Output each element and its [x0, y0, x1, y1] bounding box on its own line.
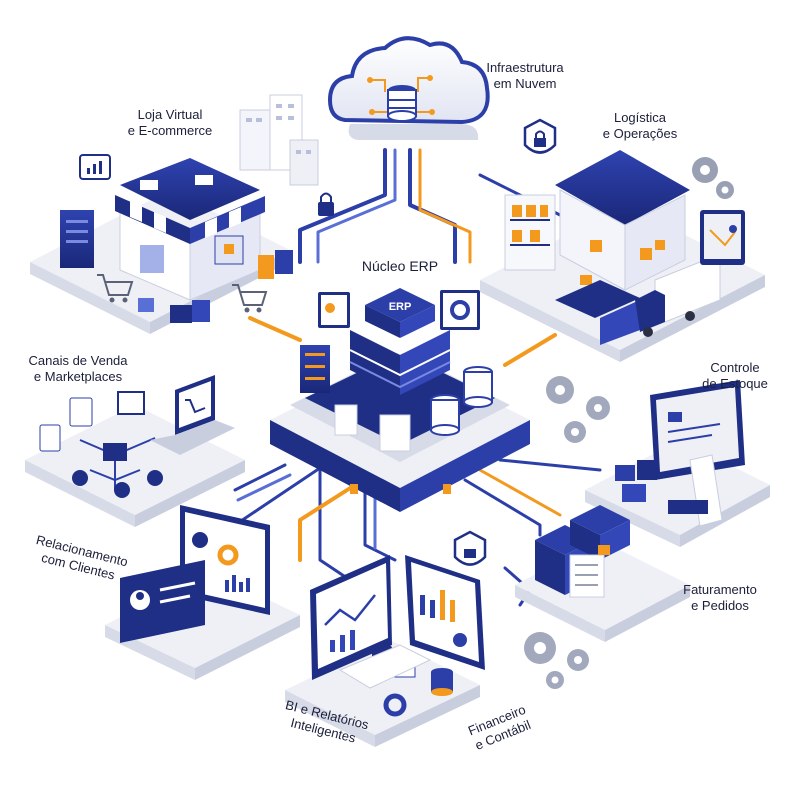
- monitor-receipt-icon: [546, 376, 770, 547]
- cloud-database-icon: [318, 36, 490, 216]
- connector-lines: [233, 148, 602, 607]
- erp-badge-text: ERP: [389, 301, 412, 313]
- lock-icon: [318, 192, 334, 216]
- finance-chart-icon: [405, 530, 589, 689]
- server-boxes-icon: [515, 505, 690, 642]
- center-title: Núcleo ERP: [361, 258, 439, 274]
- laptop-cart-icon: [25, 375, 245, 527]
- shield-lock-icon: [523, 118, 557, 154]
- storefront-icon: [30, 94, 319, 334]
- bar-chart-icon: [285, 555, 480, 747]
- crm-dashboard-icon: [105, 505, 300, 680]
- warehouse-truck-icon: [480, 118, 765, 362]
- erp-core: ERP: [270, 288, 530, 512]
- gear-icon: [692, 157, 734, 199]
